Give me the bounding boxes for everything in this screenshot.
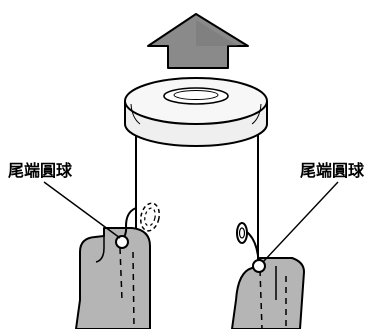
- left-post: [75, 227, 151, 329]
- right-post: [231, 257, 305, 329]
- up-arrow-icon: [147, 13, 249, 69]
- callout-left-label: 尾端圓球: [8, 161, 73, 180]
- callout-right-label: 尾端圓球: [300, 161, 365, 180]
- left-end-ball: [115, 202, 161, 249]
- ring: [124, 77, 268, 147]
- right-end-ball: [236, 222, 266, 273]
- callout-leaders: [43, 181, 339, 263]
